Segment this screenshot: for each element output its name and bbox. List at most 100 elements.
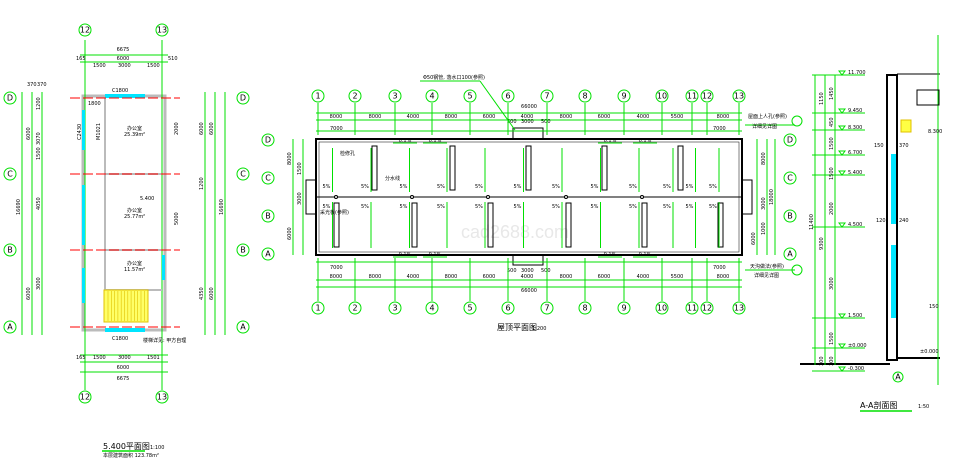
section-dim: 9300 [819,237,825,250]
axis-label: 12 [80,393,90,402]
dim-text: 4050 [36,197,42,210]
side-dim: 3000 [297,192,303,205]
axis-label: 7 [544,92,549,101]
slope-label: 5% [514,184,522,190]
slope-label: 5% [552,184,560,190]
left-plan-title: 5.400平面图 [103,442,150,451]
section-dim: 1500 [829,137,835,150]
axis-bubble-row [261,209,275,223]
axis-bubble-col [578,301,592,315]
axis-label: 11 [687,92,697,101]
bay-dim: 8000 [560,274,573,280]
slope-label: 5% [709,184,717,190]
dim-text: 1501 [147,355,160,361]
side-dim: 3000 [761,197,767,210]
skylight [641,202,648,248]
level-label: 11.700 [848,70,866,76]
left-floor-plan: 6675 6000 165 510 1500 3000 1500 165 150… [3,23,250,459]
axis-label: A [895,373,901,382]
section-title: A-A剖面图 [860,400,897,410]
axis-label: 6 [505,304,510,313]
axis-label: 8 [582,304,587,313]
room-area: 11.57m² [124,267,145,273]
detail-dim: 150 [929,304,939,310]
gutter-note: 采光板(参照) [320,209,349,216]
door-label: M1021 [96,123,102,140]
dim-text: 6000 [26,287,32,300]
bay-dim: 4000 [407,274,420,280]
window-label: C2430 [77,124,83,140]
end-dim: 7000 [713,265,726,271]
axis-bubble-row [783,133,797,147]
axis-label: B [7,246,13,255]
dim-text: 1500 [93,63,106,69]
level-label: 5.400 [848,170,862,176]
end-dim: 7000 [330,126,343,132]
axis-label: 3 [392,92,397,101]
dim-text: 3000 [118,63,131,69]
canopy-dim: 500 [507,268,517,274]
slope-label: 5% [323,204,331,210]
level-label: ±0.000 [848,343,867,349]
axis-bubble-col [155,390,169,404]
gutter-slope: 0.1% [639,252,652,258]
axis-bubble-col [78,23,92,37]
dim-text: 165 [76,355,86,361]
drain [334,195,338,199]
axis-bubble-col [655,301,669,315]
gutter-slope: 0.1% [604,138,617,144]
axis-label: 3 [392,304,397,313]
dim-text: 16690 [219,199,225,215]
axis-bubble-col [348,301,362,315]
canopy-left [305,179,317,215]
slope-label: 5% [400,184,408,190]
bay-dim: 8000 [330,274,343,280]
total-dim: 66000 [521,104,537,110]
axis-label: A [240,323,246,332]
room-name: 办公室 [127,260,142,267]
dim-text: 3000 [36,277,42,290]
gutter-slope: 0.1% [399,252,412,258]
skylight [525,145,532,191]
axis-bubble-row [261,247,275,261]
axis-label: 5 [467,304,472,313]
axis-label: 11 [687,304,697,313]
slope-label: 5% [400,204,408,210]
gutter-slope: 0.1% [399,138,412,144]
window [82,185,85,245]
axis-label: 13 [734,92,744,101]
end-dim: 7000 [330,265,343,271]
room-area: 25.77m² [124,214,145,220]
level-label: 8.300 [928,129,942,135]
canopy-dim: 3000 [521,119,534,125]
detail-dim: 120 [876,218,886,224]
axis-label: D [787,136,793,145]
bay-dim: 8000 [369,274,382,280]
level-label: 4.500 [848,222,862,228]
bay-dim: 5500 [671,114,684,120]
bay-dim: 8000 [330,114,343,120]
axis-bubble-col [700,89,714,103]
axis-bubble-col [463,301,477,315]
section-dim: 1500 [829,167,835,180]
window-label: C1800 [112,336,128,342]
axis-bubble-row [261,171,275,185]
gutter-slope: 0.1% [429,138,442,144]
skylight [677,145,684,191]
axis-label: C [265,174,271,183]
slope-label: 5% [475,204,483,210]
section-dim: 11400 [809,214,815,230]
axis-label: B [265,212,271,221]
room-name: 办公室 [127,207,142,214]
window [82,110,85,150]
canopy-dim: 500 [541,268,551,274]
side-dim: 8000 [287,152,293,165]
dim-text: 1500 [93,355,106,361]
bay-dim: 6000 [483,114,496,120]
roof-plan: cad2688.com 5%5%5%5%5%5%5%5%5%5%5%5%5%5%… [261,74,803,332]
end-dim: 7000 [713,126,726,132]
bay-dim: 6000 [598,274,611,280]
slope-label: 5% [437,204,445,210]
bay-dim: 8000 [445,274,458,280]
